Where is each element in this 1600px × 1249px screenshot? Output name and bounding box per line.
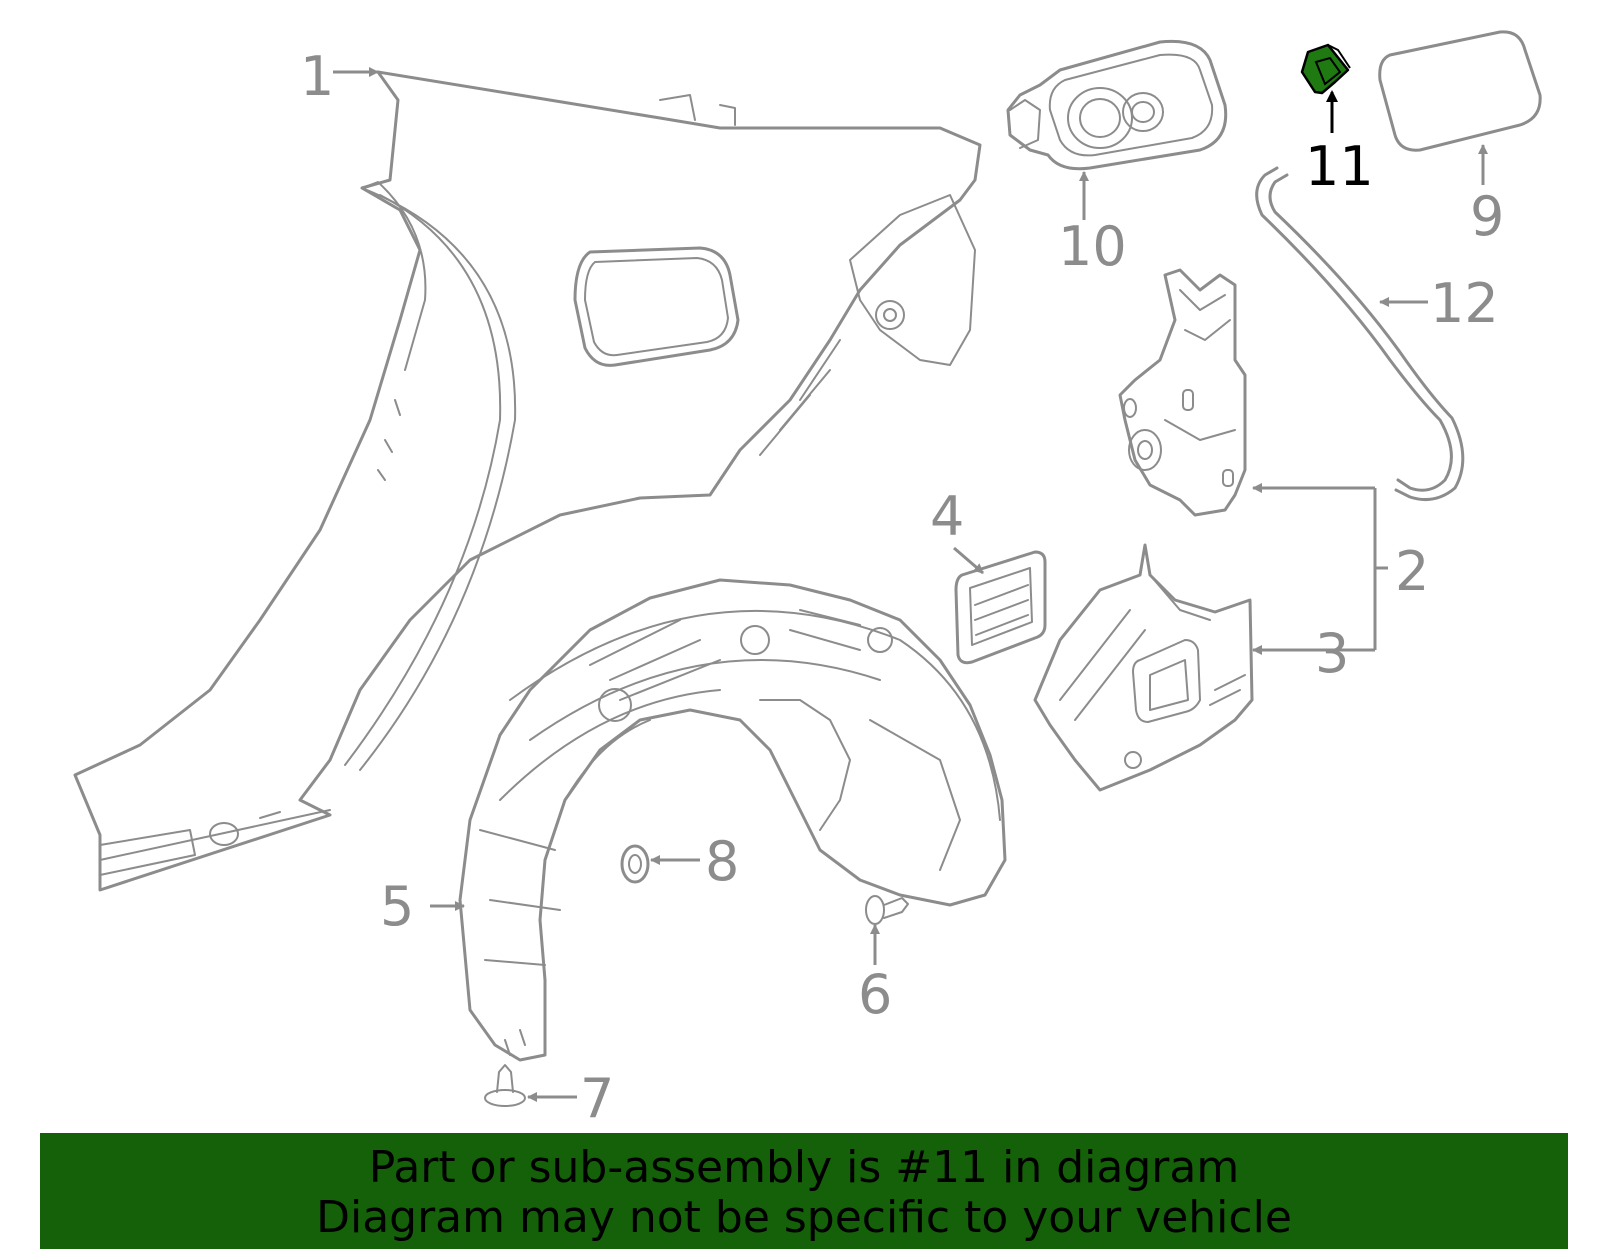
wheel-liner-part-5 <box>458 578 1007 1062</box>
callout-6: 6 <box>858 963 892 1026</box>
callout-11: 11 <box>1305 135 1374 198</box>
callout-3: 3 <box>1315 622 1349 685</box>
fuel-door-part-9 <box>1378 30 1542 152</box>
callout-7: 7 <box>580 1067 614 1130</box>
callout-10: 10 <box>1058 215 1127 278</box>
arrow-4 <box>953 546 984 575</box>
quarter-panel-part-1 <box>73 70 982 892</box>
callout-12: 12 <box>1430 272 1499 335</box>
callout-2: 2 <box>1395 540 1429 603</box>
highlighted-part-11 <box>1300 43 1351 95</box>
inner-panel-part-3 <box>1033 543 1254 792</box>
vent-part-4 <box>954 550 1047 665</box>
fuel-door-housing-part-10 <box>1006 39 1228 171</box>
callout-9: 9 <box>1470 185 1504 248</box>
callout-1: 1 <box>300 45 334 108</box>
banner-line-1: Part or sub-assembly is #11 in diagram <box>368 1142 1240 1193</box>
inner-panel-part-2 <box>1118 268 1247 517</box>
callout-4: 4 <box>930 485 964 548</box>
banner-line-2: Diagram may not be specific to your vehi… <box>316 1192 1292 1243</box>
callout-5: 5 <box>380 875 414 938</box>
clip-part-7 <box>484 1064 526 1107</box>
info-banner: Part or sub-assembly is #11 in diagram D… <box>40 1133 1568 1249</box>
callout-labels: 1 10 11 9 12 2 3 4 8 5 6 7 <box>300 45 1504 1130</box>
push-clip-part-6 <box>865 895 909 925</box>
grommet-part-8 <box>620 844 650 884</box>
callout-8: 8 <box>705 830 739 893</box>
leader-arrows <box>333 67 1488 1102</box>
drain-hose-part-12 <box>1255 166 1465 501</box>
